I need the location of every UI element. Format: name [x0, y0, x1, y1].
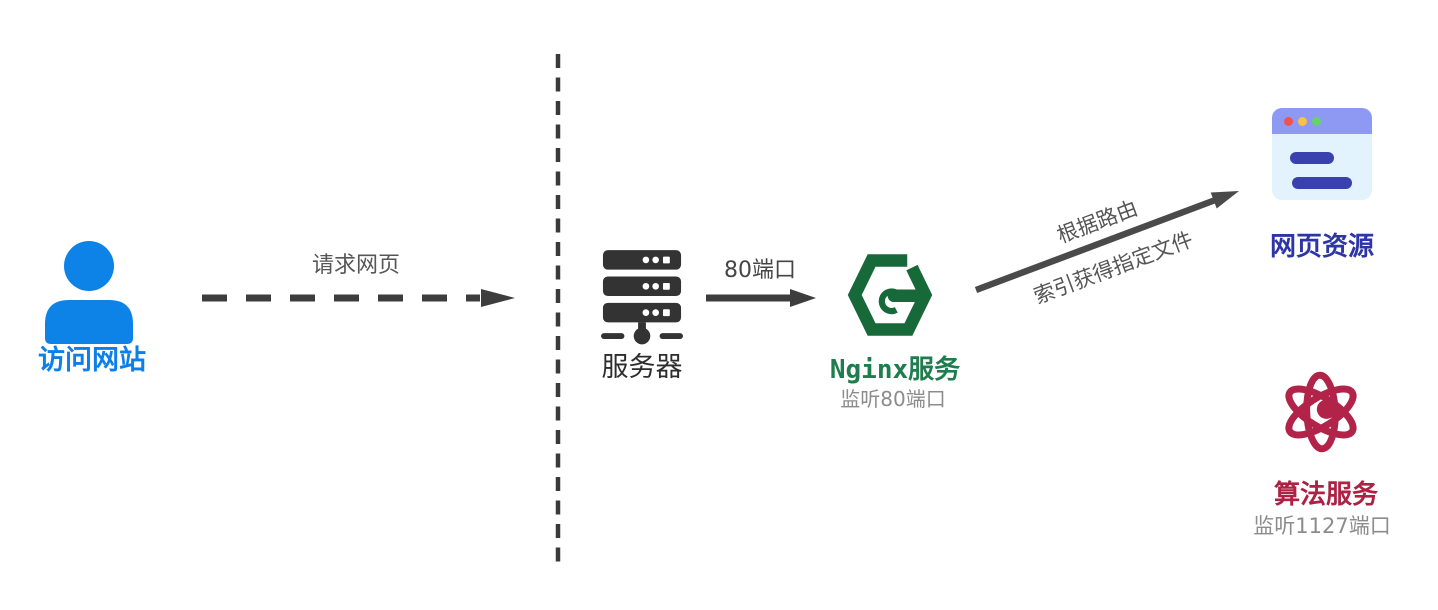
nginx-sublabel: 监听80端口: [840, 387, 946, 411]
diagonal-arrow: [974, 191, 1239, 294]
nginx-label: Nginx服务: [829, 355, 961, 385]
hexagon-g-icon: [843, 248, 937, 342]
server-label: 服务器: [601, 352, 683, 383]
browser-window-icon: [1272, 108, 1372, 200]
atom-icon: [1274, 366, 1368, 458]
request-edge-label: 请求网页: [311, 253, 401, 278]
web-resource-label: 网页资源: [1269, 232, 1375, 262]
boundary-dashed-line: [555, 54, 561, 566]
port80-edge-label: 80端口: [724, 258, 796, 283]
solid-arrow: [706, 289, 816, 307]
browser-content-bar: [1290, 152, 1334, 164]
browser-dot-red: [1284, 117, 1293, 126]
dashed-arrow: [202, 289, 515, 307]
algorithm-label: 算法服务: [1273, 480, 1379, 510]
algorithm-sublabel: 监听1127端口: [1253, 514, 1391, 538]
visitor-label: 访问网站: [38, 345, 146, 376]
browser-dot-green: [1312, 117, 1321, 126]
user-icon: [41, 240, 137, 344]
server-rack-icon: [601, 248, 683, 346]
browser-dot-yellow: [1298, 117, 1307, 126]
browser-content-bar: [1292, 177, 1352, 189]
